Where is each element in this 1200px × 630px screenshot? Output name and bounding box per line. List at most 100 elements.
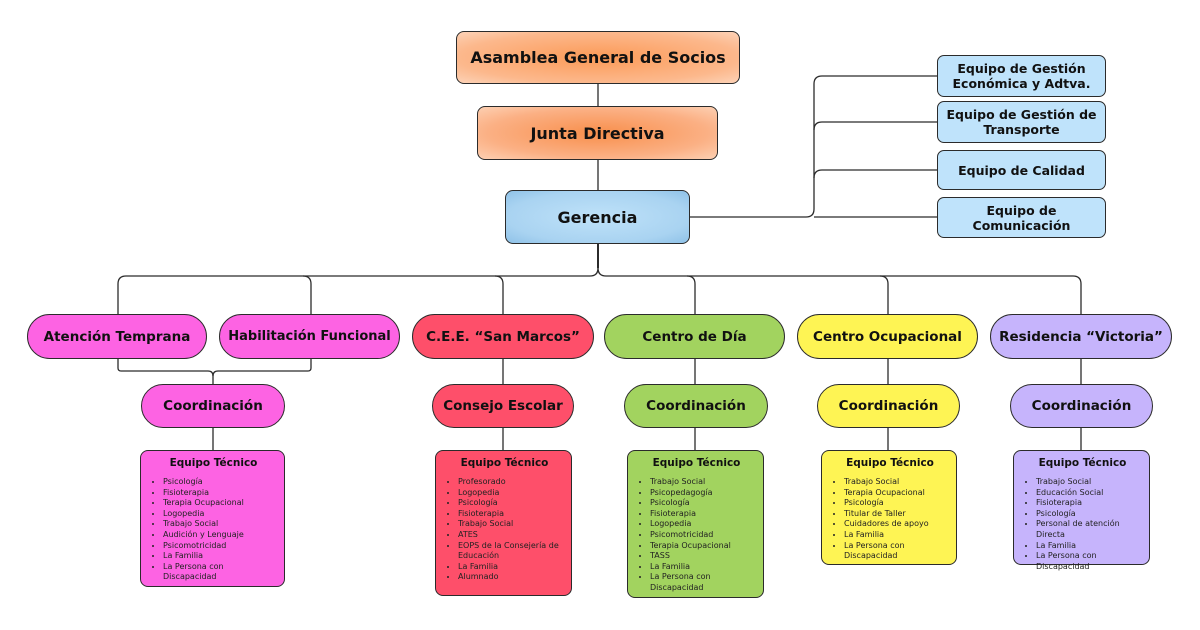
center-habilitacion-funcional: Habilitación Funcional xyxy=(219,314,400,359)
technical-team-item: Psicología xyxy=(1036,509,1141,520)
center-cee-san-marcos: C.E.E. “San Marcos” xyxy=(412,314,594,359)
technical-team-item: La Persona con Discapacidad xyxy=(163,562,276,583)
technical-team-item: TASS xyxy=(650,551,755,562)
coordination-label: Coordinación xyxy=(163,398,263,414)
technical-team-list: PsicologíaFisioterapiaTerapia Ocupaciona… xyxy=(151,477,276,583)
technical-team-item: Psicología xyxy=(844,498,948,509)
side-team-comunicacion: Equipo de Comunicación xyxy=(937,197,1106,238)
technical-team-cee: Equipo Técnico ProfesoradoLogopediaPsico… xyxy=(435,450,572,596)
technical-team-item: Psicología xyxy=(650,498,755,509)
technical-team-item: Terapia Ocupacional xyxy=(650,541,755,552)
junta-directiva-node: Junta Directiva xyxy=(477,106,718,160)
technical-team-atencion-habilitacion: Equipo Técnico PsicologíaFisioterapiaTer… xyxy=(140,450,285,587)
technical-team-item: Trabajo Social xyxy=(163,519,276,530)
center-label: Centro de Día xyxy=(642,328,747,345)
technical-team-item: La Persona con Discapacidad xyxy=(650,572,755,593)
technical-team-title: Equipo Técnico xyxy=(846,457,934,469)
technical-team-item: La Familia xyxy=(163,551,276,562)
technical-team-item: Logopedia xyxy=(650,519,755,530)
technical-team-item: Terapia Ocupacional xyxy=(844,488,948,499)
technical-team-item: Titular de Taller xyxy=(844,509,948,520)
technical-team-item: La Familia xyxy=(844,530,948,541)
technical-team-title: Equipo Técnico xyxy=(652,457,741,469)
side-team-calidad: Equipo de Calidad xyxy=(937,150,1106,190)
coordination-label: Coordinación xyxy=(1031,398,1132,414)
asamblea-general-node: Asamblea General de Socios xyxy=(456,31,740,84)
technical-team-item: Psicomotricidad xyxy=(163,541,276,552)
technical-team-item: Fisioterapia xyxy=(1036,498,1141,509)
technical-team-item: Fisioterapia xyxy=(163,488,276,499)
coordination-label: Coordinación xyxy=(838,398,939,414)
technical-team-title: Equipo Técnico xyxy=(460,457,549,469)
center-label: Habilitación Funcional xyxy=(228,329,391,344)
center-label: Atención Temprana xyxy=(43,328,191,345)
technical-team-item: Educación Social xyxy=(1036,488,1141,499)
coordination-ocupacional: Coordinación xyxy=(817,384,960,428)
connector-gerencia-side xyxy=(690,75,937,218)
technical-team-item: Fisioterapia xyxy=(650,509,755,520)
technical-team-item: La Familia xyxy=(650,562,755,573)
coordination-label: Consejo Escolar xyxy=(443,398,563,414)
technical-team-item: La Persona con Discapacidad xyxy=(1036,551,1141,572)
gerencia-label: Gerencia xyxy=(557,207,638,227)
center-atencion-temprana: Atención Temprana xyxy=(27,314,207,359)
center-centro-ocupacional: Centro Ocupacional xyxy=(797,314,978,359)
technical-team-residencia: Equipo Técnico Trabajo SocialEducación S… xyxy=(1013,450,1150,571)
technical-team-item: Cuidadores de apoyo xyxy=(844,519,948,530)
technical-team-item: La Persona con Discapacidad xyxy=(844,541,948,562)
technical-team-ocupacional: Equipo Técnico Trabajo SocialTerapia Ocu… xyxy=(821,450,957,565)
side-team-label: Equipo de Comunicación xyxy=(972,202,1071,233)
side-team-label: Equipo de Gestión de Transporte xyxy=(946,107,1097,137)
technical-team-title: Equipo Técnico xyxy=(1038,457,1127,469)
coordination-residencia: Coordinación xyxy=(1010,384,1153,428)
side-team-gestion-economica: Equipo de Gestión Económica y Adtva. xyxy=(937,55,1106,97)
asamblea-label: Asamblea General de Socios xyxy=(470,48,726,67)
technical-team-item: La Familia xyxy=(458,562,563,573)
technical-team-item: La Familia xyxy=(1036,541,1141,552)
coordination-atencion-habilitacion: Coordinación xyxy=(141,384,285,428)
technical-team-item: EOPS de la Consejería de Educación xyxy=(458,541,563,562)
connector-cee xyxy=(494,275,504,314)
side-team-label: Equipo de Gestión Económica y Adtva. xyxy=(952,61,1091,91)
technical-team-item: ATES xyxy=(458,530,563,541)
coordination-centro-dia: Coordinación xyxy=(624,384,768,428)
technical-team-list: Trabajo SocialEducación SocialFisioterap… xyxy=(1024,477,1141,572)
technical-team-item: Fisioterapia xyxy=(458,509,563,520)
technical-team-item: Psicomotricidad xyxy=(650,530,755,541)
junta-label: Junta Directiva xyxy=(530,123,665,143)
consejo-escolar-node: Consejo Escolar xyxy=(432,384,574,428)
technical-team-item: Trabajo Social xyxy=(844,477,948,488)
technical-team-title: Equipo Técnico xyxy=(169,457,258,469)
technical-team-item: Psicopedagogía xyxy=(650,488,755,499)
center-residencia-victoria: Residencia “Victoria” xyxy=(990,314,1172,359)
connector-at-hf-coord xyxy=(117,359,214,384)
center-label: Centro Ocupacional xyxy=(813,328,962,345)
technical-team-item: Trabajo Social xyxy=(650,477,755,488)
technical-team-item: Psicología xyxy=(163,477,276,488)
technical-team-item: Audición y Lenguaje xyxy=(163,530,276,541)
gerencia-node: Gerencia xyxy=(505,190,690,244)
technical-team-item: Profesorado xyxy=(458,477,563,488)
center-label: Residencia “Victoria” xyxy=(999,328,1163,345)
technical-team-list: ProfesoradoLogopediaPsicologíaFisioterap… xyxy=(446,477,563,583)
center-centro-de-dia: Centro de Día xyxy=(604,314,785,359)
technical-team-list: Trabajo SocialTerapia OcupacionalPsicolo… xyxy=(832,477,948,562)
technical-team-item: Terapia Ocupacional xyxy=(163,498,276,509)
side-team-label: Equipo de Calidad xyxy=(958,162,1085,178)
technical-team-item: Psicología xyxy=(458,498,563,509)
technical-team-item: Alumnado xyxy=(458,572,563,583)
connector-ocupacional xyxy=(879,275,889,314)
technical-team-item: Trabajo Social xyxy=(1036,477,1141,488)
connector-habilitacion xyxy=(302,275,312,314)
center-label: C.E.E. “San Marcos” xyxy=(426,328,580,345)
technical-team-item: Personal de atención Directa xyxy=(1036,519,1141,540)
connector-gerencia-bus xyxy=(117,244,599,314)
technical-team-list: Trabajo SocialPsicopedagogíaPsicologíaFi… xyxy=(638,477,755,594)
technical-team-item: Logopedia xyxy=(163,509,276,520)
technical-team-item: Logopedia xyxy=(458,488,563,499)
technical-team-centro-dia: Equipo Técnico Trabajo SocialPsicopedago… xyxy=(627,450,764,598)
technical-team-item: Trabajo Social xyxy=(458,519,563,530)
coordination-label: Coordinación xyxy=(646,398,746,414)
connector-bus-right xyxy=(597,267,1082,314)
